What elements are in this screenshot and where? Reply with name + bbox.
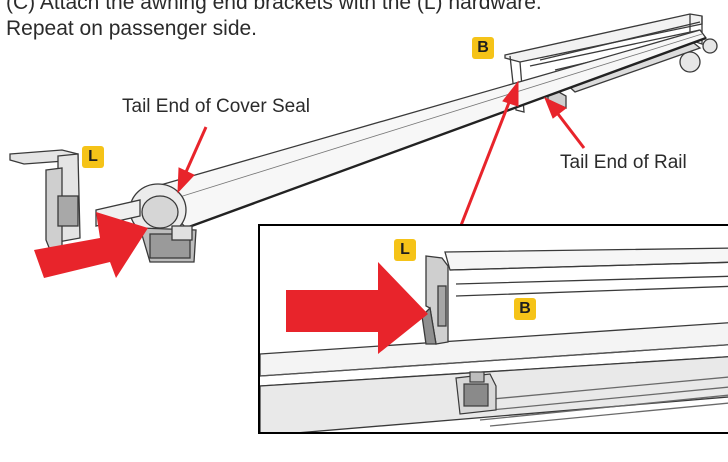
pointer-inset-link [458,80,519,229]
detail-inset [258,224,728,434]
detail-end-cap [421,255,449,345]
detail-clip [455,371,497,415]
instruction-text: (C) Attach the awning end brackets with … [6,0,542,42]
detail-insert-arrow [286,262,428,354]
pointer-rail [544,96,586,149]
pointer-cover-seal [177,126,208,194]
label-cover-seal-tail: Tail End of Cover Seal [122,96,310,117]
instruction-line-1: (C) Attach the awning end brackets with … [6,0,542,14]
instruction-line-2: Repeat on passenger side. [6,17,258,40]
label-rail-tail: Tail End of Rail [560,152,687,173]
badge-l-left-bracket: L [82,146,104,168]
badge-b-far-bracket: B [472,37,494,59]
insert-arrow-main [34,212,148,278]
detail-illustration [260,247,728,432]
badge-b-detail: B [514,298,536,320]
left-end-bracket [9,149,141,251]
badge-l-detail: L [394,239,416,261]
